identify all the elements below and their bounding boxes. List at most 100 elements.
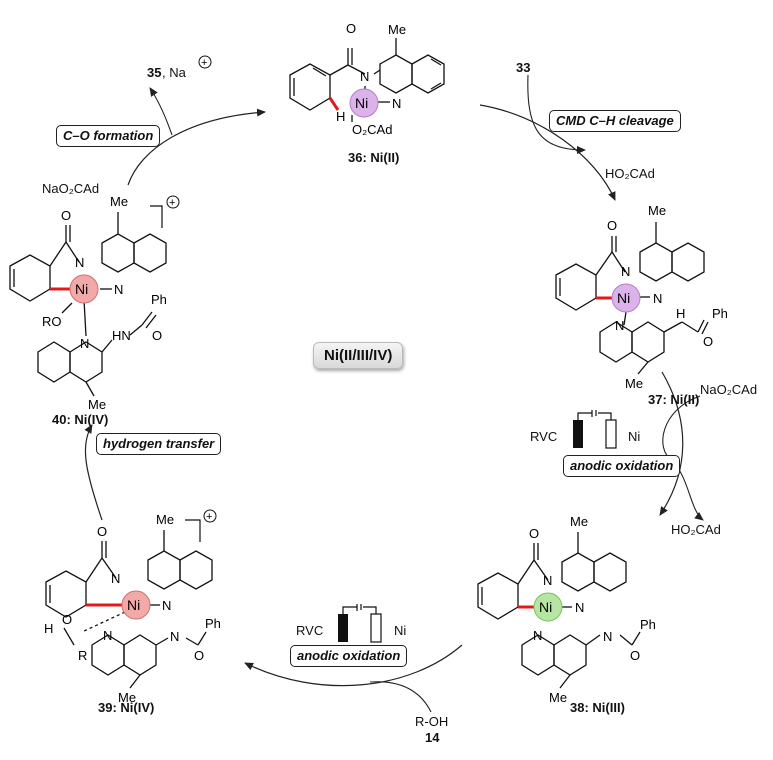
ni-label-40: Ni — [75, 281, 88, 297]
hn-40: HN — [112, 328, 131, 343]
n-ring-37: N — [653, 291, 662, 306]
step-anodic-oxidation-bottom: anodic oxidation — [290, 645, 408, 667]
ni-center-37 — [611, 283, 641, 313]
reagent-nao2cad-1: NaO₂CAd — [700, 382, 758, 397]
ni-label-38: Ni — [539, 599, 552, 615]
product-na: , Na — [162, 65, 186, 80]
electrochemical-cell-icon-bottom — [337, 604, 382, 643]
label-compound-36: 36: Ni(II) — [348, 150, 400, 165]
r-39: R — [78, 648, 87, 663]
product-35: 35 — [147, 65, 162, 80]
charge-bracket-40 — [150, 205, 163, 228]
label-compound-38: 38: Ni(III) — [570, 700, 625, 715]
o-atom-37: O — [607, 218, 617, 233]
label-compound-37: 37: Ni(II) — [648, 392, 700, 407]
arrow-branch-35 — [149, 87, 173, 136]
n-ring-39: N — [162, 598, 171, 613]
me-36: Me — [388, 22, 406, 37]
compound-39-structure — [45, 530, 213, 689]
arrow-38-to-39 — [244, 644, 463, 687]
n-atom-37: N — [621, 264, 630, 279]
ph-39: Ph — [205, 616, 221, 631]
cycle-center-label: Ni(II/III/IV) — [313, 342, 404, 369]
n-ring-38: N — [575, 600, 584, 615]
n-atom-39: N — [111, 571, 120, 586]
h-atom-36: H — [336, 109, 345, 124]
ni-center-40 — [69, 274, 99, 304]
compound-37-structure — [555, 222, 709, 375]
o-amide-38: O — [630, 648, 640, 663]
label-compound-39: 39: Ni(IV) — [98, 700, 155, 715]
na-text: Na — [169, 65, 186, 80]
reagent-33: 33 — [516, 60, 531, 75]
n-atom-36: N — [360, 69, 369, 84]
plus-sign-39: + — [206, 511, 212, 523]
byproduct-ho2cad-1: HO₂CAd — [605, 166, 655, 181]
hn-37: H — [676, 306, 685, 321]
n-amide-39: N — [170, 629, 179, 644]
charge-bracket-39 — [185, 519, 201, 542]
electrode-ni-right: Ni — [628, 429, 641, 444]
arrow-37-to-38 — [659, 371, 684, 516]
plus-charge-40 — [166, 195, 180, 209]
ph-40: Ph — [151, 292, 167, 307]
ni-center-36 — [349, 88, 379, 118]
me-38-top: Me — [570, 514, 588, 529]
electrode-rvc-right: RVC — [530, 429, 558, 444]
compound-38-structure — [477, 532, 641, 689]
plus-sign-40: + — [169, 197, 175, 209]
o-amide-37: O — [703, 334, 713, 349]
ph-38: Ph — [640, 617, 656, 632]
byproduct-ho2cad-2: HO₂CAd — [671, 522, 721, 537]
ni-label-37: Ni — [617, 290, 630, 306]
o-atom-40: O — [61, 208, 71, 223]
reagent-14: 14 — [425, 730, 440, 745]
electrochemical-cell-icon-right — [572, 410, 617, 449]
o2cad-36: O₂CAd — [352, 122, 392, 137]
reagent-nao2cad-2: NaO₂CAd — [42, 181, 100, 196]
me-39-bottom: Me — [118, 690, 136, 705]
arrow-36-to-37 — [479, 104, 616, 201]
n-lower-38: N — [533, 628, 542, 643]
me-37-top: Me — [648, 203, 666, 218]
plus-charge-na — [198, 55, 212, 69]
n-lower-40: N — [80, 336, 89, 351]
me-39-top: Me — [156, 512, 174, 527]
electrode-rvc-bottom: RVC — [296, 623, 324, 638]
compound-40-structure — [9, 212, 167, 397]
ni-center-39 — [121, 590, 151, 620]
o-atom-39: O — [97, 524, 107, 539]
arrow-roh-in — [369, 681, 432, 713]
label-compound-40: 40: Ni(IV) — [52, 412, 109, 427]
plus-charge-39 — [203, 509, 217, 523]
ph-37: Ph — [712, 306, 728, 321]
arrow-39-to-40 — [84, 424, 103, 521]
arrow-33-in — [527, 74, 586, 154]
o-roh-39: O — [62, 612, 72, 627]
ni-label-36: Ni — [355, 95, 368, 111]
ni-center-38 — [533, 592, 563, 622]
o-atom-38: O — [529, 526, 539, 541]
o-amide-40: O — [152, 328, 162, 343]
n-lower-39: N — [103, 628, 112, 643]
h-39: H — [44, 621, 53, 636]
electrode-ni-bottom: Ni — [394, 623, 407, 638]
o-amide-39: O — [194, 648, 204, 663]
n-lower-37: N — [615, 318, 624, 333]
step-anodic-oxidation-right: anodic oxidation — [563, 455, 681, 477]
n-amide-38: N — [603, 629, 612, 644]
me-38-bottom: Me — [549, 690, 567, 705]
n-atom-38: N — [543, 573, 552, 588]
ni-label-39: Ni — [127, 597, 140, 613]
n-ring-40: N — [114, 282, 123, 297]
n-atom-40: N — [75, 255, 84, 270]
compound-36-structure — [289, 38, 445, 122]
step-hydrogen-transfer: hydrogen transfer — [96, 433, 222, 455]
o-atom-36: O — [346, 21, 356, 36]
me-40-top: Me — [110, 194, 128, 209]
me-40-bottom: Me — [88, 397, 106, 412]
ro-40: RO — [42, 314, 62, 329]
me-37-bottom: Me — [625, 376, 643, 391]
reagent-roh: R-OH — [415, 714, 449, 729]
